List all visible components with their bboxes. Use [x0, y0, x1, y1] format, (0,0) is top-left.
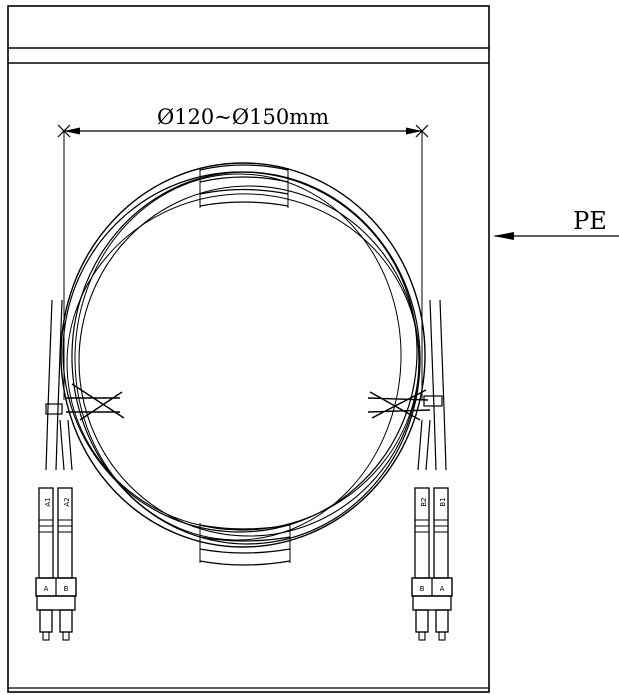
- left-ferrule-2: [59, 609, 73, 633]
- right-body-label-2: A: [440, 585, 445, 593]
- left-lc-connector: A1 A2 A B: [35, 487, 77, 641]
- pe-leader-arrow: [493, 232, 514, 240]
- dimension-arrow-right: [406, 127, 422, 135]
- right-leg-b-outer: [417, 419, 423, 471]
- left-latch-housing: [36, 595, 76, 611]
- left-leg-b-inner: [67, 419, 73, 471]
- left-boot-ribs: [39, 519, 72, 533]
- right-ferrule-2: [435, 609, 449, 633]
- left-leg-a-inner: [55, 299, 63, 471]
- left-fiber-legs: [45, 299, 73, 471]
- dimension-annotation: Ø120~Ø150mm: [57, 105, 429, 400]
- dimension-label: Ø120~Ø150mm: [157, 105, 329, 129]
- right-latch-housing: [412, 595, 452, 611]
- right-boot-label-2: B1: [439, 497, 447, 506]
- coil-strand-4: [78, 185, 420, 537]
- right-leg-a-inner: [439, 299, 447, 471]
- left-ferrule-tip-2: [62, 631, 70, 641]
- tie-wrap-right: [367, 389, 431, 421]
- left-leg-b-outer: [59, 419, 65, 471]
- pe-label: PE: [573, 207, 607, 235]
- right-ferrule-1: [415, 609, 429, 633]
- tie-wraps: [66, 383, 431, 421]
- left-ferrule-tip-1: [42, 631, 50, 641]
- right-boot-label-1: B2: [420, 497, 428, 506]
- left-body-label-2: B: [64, 585, 69, 593]
- tie-wrap-left: [66, 383, 125, 421]
- left-boot-label-1: A1: [44, 497, 52, 506]
- right-ferrule-tip-1: [418, 631, 426, 641]
- pe-bag: [7, 5, 490, 693]
- right-leg-b-inner: [425, 419, 431, 471]
- left-ferrule-1: [39, 609, 53, 633]
- right-ferrule-tip-2: [438, 631, 446, 641]
- right-body-label-1: B: [420, 585, 425, 593]
- coil-strand-5: [66, 193, 420, 531]
- left-boot-label-2: A2: [63, 497, 71, 506]
- coil-strand-6: [74, 173, 402, 541]
- coil-top-bundle: [199, 164, 289, 207]
- right-fiber-legs: [417, 299, 447, 471]
- coil-bottom-bundle: [199, 524, 291, 566]
- coil-strand-3: [62, 171, 418, 533]
- left-leg-a-outer: [45, 299, 53, 471]
- fiber-coil: [60, 162, 426, 566]
- left-splitter-sleeve: [45, 403, 63, 415]
- bag-outline: [7, 5, 490, 693]
- right-lc-connector: B2 B1 B A: [411, 487, 453, 641]
- coil-strand-1: [60, 162, 426, 548]
- dimension-arrow-left: [64, 127, 80, 135]
- right-leg-a-outer: [429, 299, 437, 471]
- right-boot-ribs: [415, 519, 448, 533]
- right-splitter-sleeve: [423, 395, 443, 407]
- pe-callout: PE: [493, 207, 619, 240]
- left-body-label-1: A: [44, 585, 49, 593]
